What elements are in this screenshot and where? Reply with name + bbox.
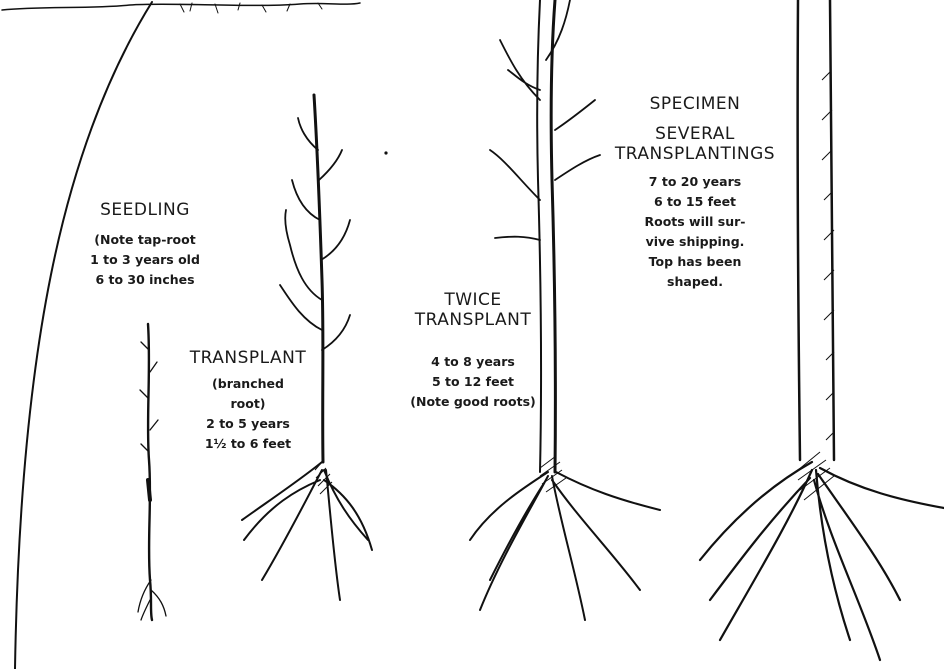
seedling-taproot-collar [148, 480, 150, 500]
twice-trunk [551, 0, 555, 472]
seedling-plant [138, 324, 166, 620]
specimen-note-line-5: Top has been [610, 252, 780, 272]
seedling-label-block: SEEDLING (Note tap-root 1 to 3 years old… [80, 200, 210, 290]
specimen-trunk-left [798, 0, 800, 460]
twice-title-line-1: TWICE [398, 290, 548, 310]
transplant-label-block: TRANSPLANT (branched root) 2 to 5 years … [178, 348, 318, 454]
twice-note-line-2: 5 to 12 feet [398, 372, 548, 392]
twice-transplant-label-block: TWICE TRANSPLANT 4 to 8 years 5 to 12 fe… [398, 290, 548, 412]
transplant-note-line-4: 1½ to 6 feet [178, 434, 318, 454]
transplant-branches [280, 118, 350, 350]
specimen-note-line-2: 6 to 15 feet [610, 192, 780, 212]
specimen-note-line-4: vive shipping. [610, 232, 780, 252]
twice-title-line-2: TRANSPLANT [398, 310, 548, 330]
specimen-subtitle-line-2: TRANSPLANTINGS [610, 144, 780, 164]
transplant-note-line-3: 2 to 5 years [178, 414, 318, 434]
seedling-note-line-1: (Note tap-root [80, 230, 210, 250]
twice-roots [470, 472, 660, 620]
twice-note-line-3: (Note good roots) [398, 392, 548, 412]
seedling-note-line-3: 6 to 30 inches [80, 270, 210, 290]
seedling-title: SEEDLING [80, 200, 210, 220]
specimen-note-line-3: Roots will sur- [610, 212, 780, 232]
boundary-arc [15, 2, 152, 669]
specimen-roots [700, 462, 944, 660]
transplant-title: TRANSPLANT [178, 348, 318, 368]
transplant-note-line-2: root) [178, 394, 318, 414]
specimen-subtitle-line-1: SEVERAL [610, 124, 780, 144]
specimen-note-line-6: shaped. [610, 272, 780, 292]
seedling-note-line-2: 1 to 3 years old [80, 250, 210, 270]
transplant-note-line-1: (branched [178, 374, 318, 394]
specimen-label-block: SPECIMEN SEVERAL TRANSPLANTINGS 7 to 20 … [610, 94, 780, 292]
ink-speck [384, 151, 387, 154]
twice-branches [490, 0, 600, 240]
seedling-stem [148, 324, 152, 620]
specimen-title: SPECIMEN [610, 94, 780, 114]
twice-note-line-1: 4 to 8 years [398, 352, 548, 372]
transplant-roots [242, 462, 372, 600]
specimen-note-line-1: 7 to 20 years [610, 172, 780, 192]
